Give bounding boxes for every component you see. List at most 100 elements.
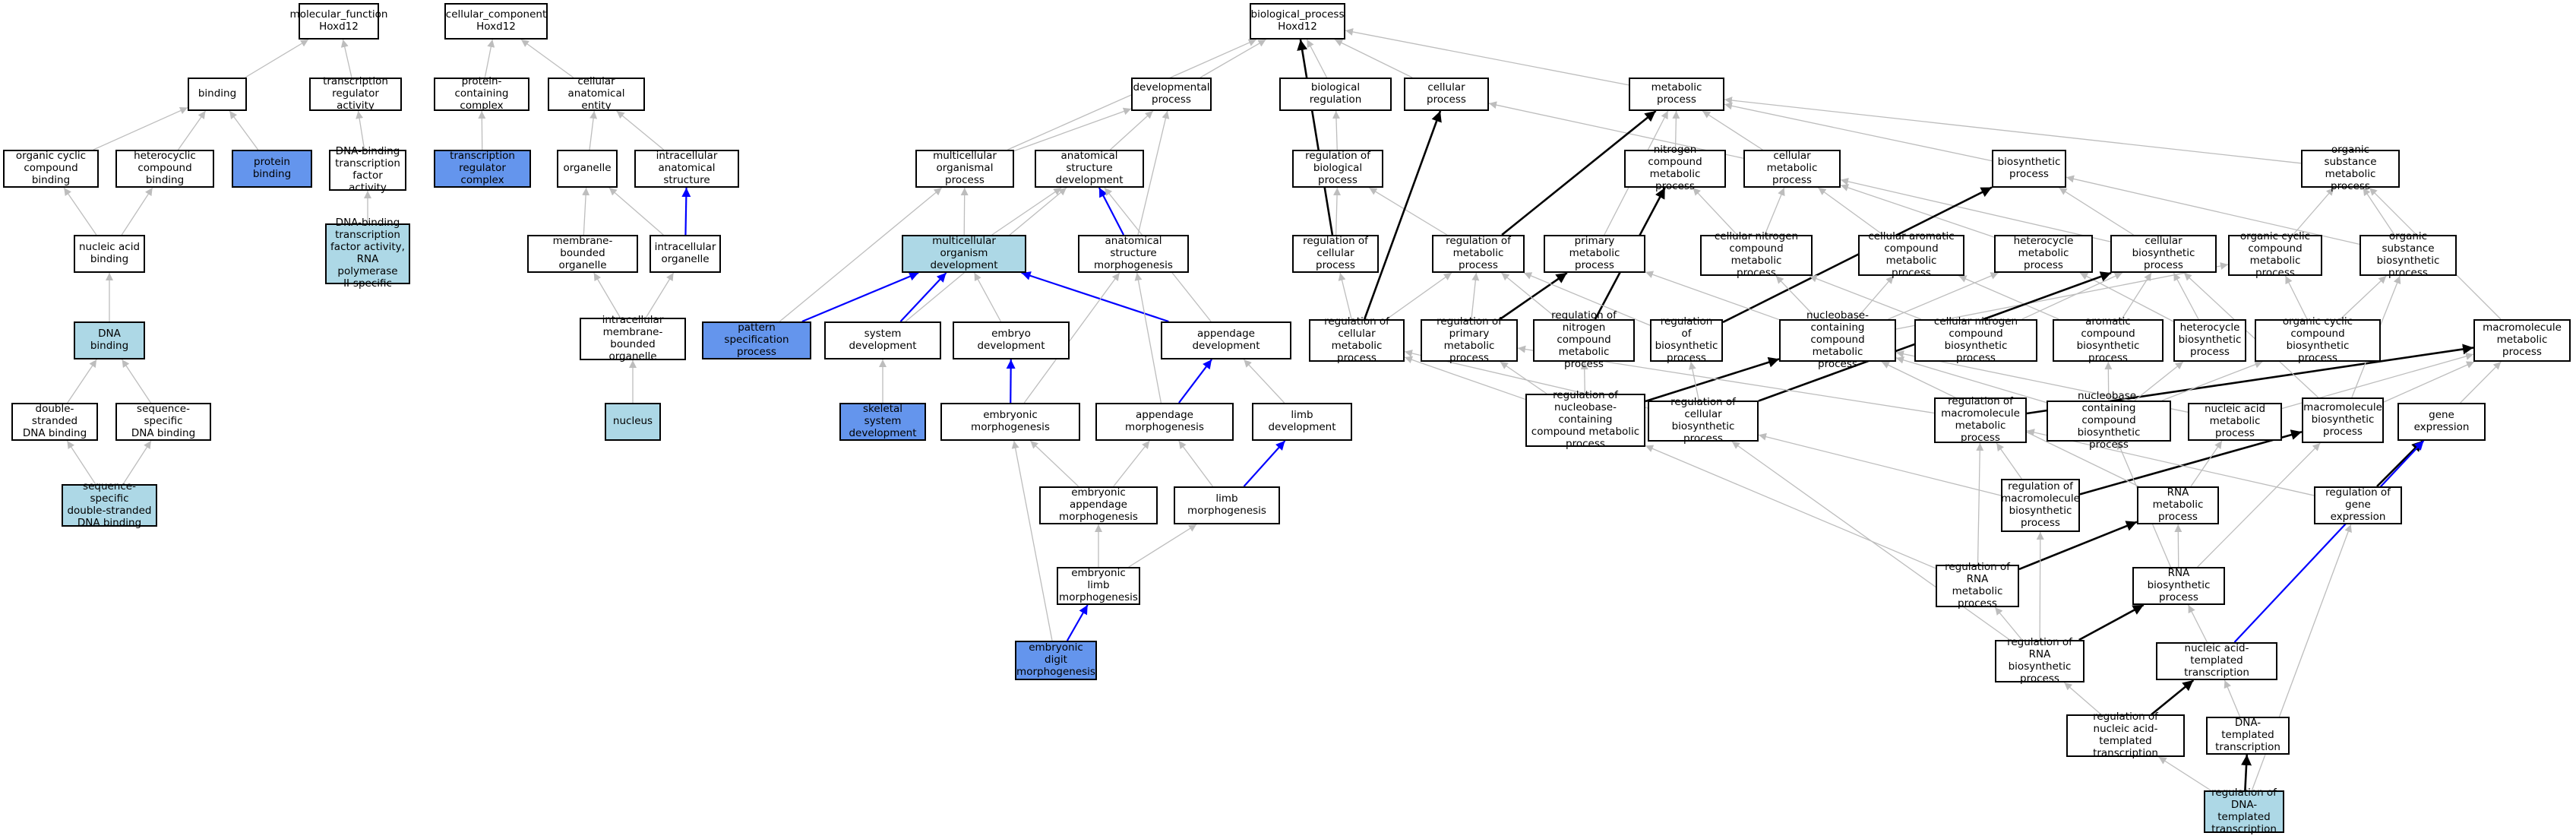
node-regulation-of-rna-metabolic-process: regulation of RNA metabolic process <box>1936 565 2019 607</box>
node-embryonic-appendage-morphogenesis: embryonic appendage morphogenesis <box>1039 486 1158 524</box>
edge-mop-to-devp <box>1014 109 1131 150</box>
edge-occbp-to-occmp <box>2286 276 2308 319</box>
node-cellular-metabolic-process: cellular metabolic process <box>1743 150 1841 188</box>
node-pattern-specification-process: pattern specification process <box>702 321 811 359</box>
node-developmental-process: developmental process <box>1131 78 1212 111</box>
edge-mbo-to-organelle <box>583 188 586 235</box>
node-regulation-of-rna-biosynthetic-process: regulation of RNA biosynthetic process <box>1995 640 2085 682</box>
node-regulation-of-gene-expression: regulation of gene expression <box>2314 486 2402 524</box>
edge-rnbcmp-to-nbcmp <box>1645 359 1779 401</box>
node-regulation-of-biological-process: regulation of biological process <box>1292 150 1383 188</box>
node-protein-containing-complex: protein-containing complex <box>434 78 529 111</box>
edge-asd-to-devp <box>1111 111 1153 150</box>
edge-natt-to-gexp <box>2234 441 2423 642</box>
edge-protbind-to-binding <box>229 111 258 150</box>
node-organic-cyclic-compound-binding: organic cyclic compound binding <box>3 150 99 188</box>
node-regulation-of-cellular-metabolic-process: regulation of cellular metabolic process <box>1309 319 1405 362</box>
edge-cellproc-to-bp <box>1335 40 1412 78</box>
node-biosynthetic-process: biosynthetic process <box>1992 150 2066 188</box>
edge-cae-to-cc <box>521 40 574 78</box>
edge-elm-to-limbmorph <box>1129 524 1196 567</box>
node-appendage-morphogenesis: appendage morphogenesis <box>1095 403 1234 441</box>
node-sequence-specific-dna-binding: sequence-specific DNA binding <box>115 403 211 441</box>
node-cellular-component: cellular_component Hoxd12 <box>444 3 548 40</box>
node-transcription-regulator-activity: transcription regulator activity <box>309 78 402 111</box>
node-aromatic-compound-biosynthetic-process: aromatic compound biosynthetic process <box>2053 319 2164 362</box>
node-regulation-of-nitrogen-compound-metabolic-process: regulation of nitrogen compound metaboli… <box>1533 319 1635 362</box>
node-multicellular-organismal-process: multicellular organismal process <box>915 150 1014 188</box>
edge-ssdb-to-dnab <box>122 359 151 403</box>
node-regulation-of-nucleobase-containing-compound-metabolic-process: regulation of nucleobase-containing comp… <box>1525 394 1645 447</box>
edge-rcmp-to-rcp <box>1340 273 1351 319</box>
edge-rnamp-to-namp <box>2191 441 2222 486</box>
edge-cbp-to-biosyn <box>2059 188 2134 235</box>
edge-cncmp-to-ncmp <box>1693 188 1737 235</box>
node-nucleic-acid-binding: nucleic acid binding <box>74 235 145 273</box>
edge-io-to-organelle <box>609 188 663 235</box>
edge-rcp-to-rbp <box>1336 188 1338 235</box>
edge-rbp-to-bioreg <box>1336 111 1338 150</box>
node-heterocyclic-compound-binding: heterocyclic compound binding <box>115 150 214 188</box>
node-embryonic-digit-morphogenesis: embryonic digit morphogenesis <box>1015 641 1097 680</box>
edge-appdev-to-mod <box>1022 273 1169 321</box>
node-intracellular-anatomical-structure: intracellular anatomical structure <box>634 150 739 188</box>
edge-limbmorph-to-appmorph <box>1179 441 1213 486</box>
edge-cacmp-to-cmp <box>1818 188 1882 235</box>
edge-rrnamp-to-rmmp <box>1978 443 1980 565</box>
node-nucleic-acid-metabolic-process: nucleic acid metabolic process <box>2188 403 2282 441</box>
node-sequence-specific-double-stranded-dna-binding: sequence-specific double-stranded DNA bi… <box>62 484 157 527</box>
node-cellular-process: cellular process <box>1404 78 1489 111</box>
node-regulation-of-nucleic-acid-templated-transcription: regulation of nucleic acid-templated tra… <box>2066 714 2185 757</box>
node-rna-biosynthetic-process: RNA biosynthetic process <box>2132 567 2225 605</box>
node-appendage-development: appendage development <box>1161 321 1291 359</box>
edge-mbp-to-mmp <box>2384 362 2474 402</box>
node-regulation-of-macromolecule-biosynthetic-process: regulation of macromolecule biosynthetic… <box>2001 479 2080 532</box>
node-transcription-regulator-complex: transcription regulator complex <box>434 150 531 188</box>
edge-rmp-to-rbp <box>1369 188 1446 235</box>
node-organic-cyclic-compound-metabolic-process: organic cyclic compound metabolic proces… <box>2228 235 2322 276</box>
edge-ssdsdb-to-dsdb <box>67 441 95 484</box>
edge-osbp-to-osmp <box>2363 188 2394 235</box>
edge-hcb-to-binding <box>179 111 206 150</box>
edge-dbtfa-to-trac <box>359 111 365 150</box>
node-organelle: organelle <box>557 150 618 188</box>
edge-pcc-to-cc <box>485 40 492 78</box>
edge-ssdsdb-to-ssdb <box>123 441 151 484</box>
edge-organelle-to-cae <box>589 111 594 150</box>
edge-rrnamp-to-rnbcmp <box>1645 445 1936 568</box>
node-cellular-biosynthetic-process: cellular biosynthetic process <box>2110 235 2217 273</box>
node-regulation-of-biosynthetic-process: regulation of biosynthetic process <box>1650 319 1723 362</box>
node-multicellular-organism-development: multicellular organism development <box>902 235 1026 273</box>
edge-sysdev-to-mod <box>900 273 946 321</box>
node-dna-binding: DNA binding <box>74 321 145 359</box>
edge-hbp-to-cbp <box>2173 273 2198 319</box>
edge-acbp-to-cbp <box>2122 273 2151 319</box>
edge-rcmp-to-rmp <box>1386 273 1452 319</box>
node-regulation-of-cellular-process: regulation of cellular process <box>1292 235 1379 273</box>
node-gene-expression: gene expression <box>2397 403 2486 441</box>
edge-cncbp-to-cbp <box>2022 273 2122 319</box>
node-nucleus: nucleus <box>605 403 661 441</box>
edge-rcbp-to-rbiop <box>1691 362 1699 401</box>
node-double-stranded-dna-binding: double-stranded DNA binding <box>11 403 98 441</box>
edge-devp-to-bp <box>1200 40 1266 78</box>
node-regulation-of-cellular-biosynthetic-process: regulation of cellular biosynthetic proc… <box>1648 401 1759 442</box>
node-primary-metabolic-process: primary metabolic process <box>1544 235 1645 273</box>
node-membrane-bounded-organelle: membrane-bounded organelle <box>527 235 638 273</box>
node-regulation-of-primary-metabolic-process: regulation of primary metabolic process <box>1421 319 1518 362</box>
node-dna-binding-tf-activity-rnapii: DNA-binding transcription factor activit… <box>325 223 410 284</box>
edge-gexp-to-mmp <box>2461 362 2501 403</box>
edge-psp-to-mod <box>802 273 918 321</box>
node-rna-metabolic-process: RNA metabolic process <box>2137 486 2219 524</box>
edge-rpmp-to-rmp <box>1471 273 1476 319</box>
edge-eam-to-embmorph <box>1030 441 1078 486</box>
node-nitrogen-compound-metabolic-process: nitrogen compound metabolic process <box>1624 150 1726 188</box>
edge-appmorph-to-appdev <box>1179 359 1212 403</box>
edge-rcp-to-bp <box>1301 40 1332 235</box>
edge-rrnabp-to-rrnamp <box>1995 607 2022 640</box>
node-organic-cyclic-compound-biosynthetic-process: organic cyclic compound biosynthetic pro… <box>2255 319 2381 362</box>
node-cellular-anatomical-entity: cellular anatomical entity <box>548 78 645 111</box>
node-cellular-nitrogen-compound-biosynthetic-process: cellular nitrogen compound biosynthetic … <box>1914 319 2037 362</box>
node-intracellular-membrane-bounded-organelle: intracellular membrane-bounded organelle <box>580 318 686 360</box>
